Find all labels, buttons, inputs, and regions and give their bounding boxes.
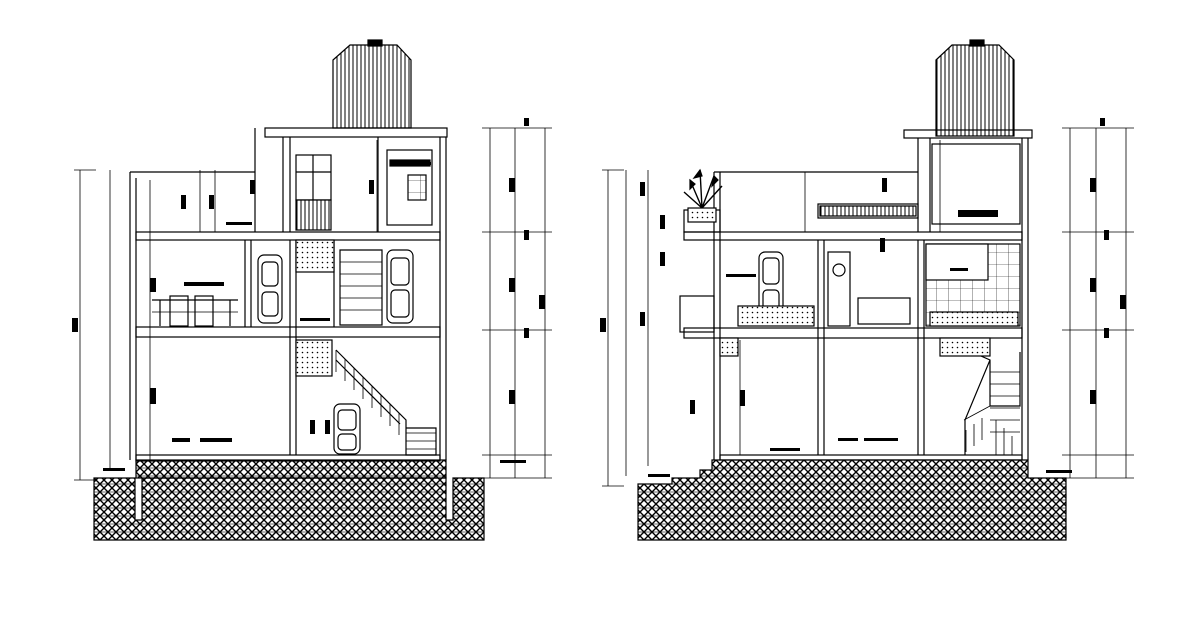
dim-labels-left [72, 118, 545, 471]
ground-hatch-right [637, 459, 1067, 541]
water-tank-right [935, 39, 1015, 137]
dimensions-right [602, 127, 1134, 487]
dim-labels-right [600, 118, 1126, 477]
staircase-ground-right [939, 337, 1021, 455]
staircase-ground-left [295, 339, 437, 456]
section-left [72, 39, 552, 541]
dining-set [152, 295, 238, 327]
ground-hatch-left [93, 477, 485, 541]
section-right [600, 39, 1134, 541]
potted-plant [683, 168, 723, 223]
water-tank-left [332, 39, 412, 129]
